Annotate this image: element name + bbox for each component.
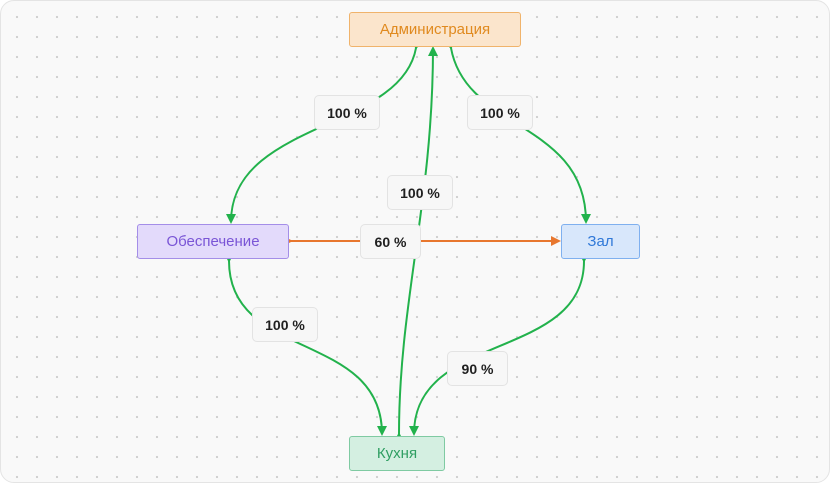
edge-label-hall-kitchen: 90 % <box>447 351 508 386</box>
node-label: Зал <box>587 233 614 250</box>
edge-label-supply-kitchen: 100 % <box>252 307 318 342</box>
node-supply[interactable]: Обеспечение <box>137 224 289 259</box>
edge-hall-kitchen[interactable] <box>409 252 590 436</box>
edge-supply-kitchen[interactable] <box>223 252 387 436</box>
edge-admin-hall[interactable] <box>444 39 591 224</box>
node-hall[interactable]: Зал <box>561 224 640 259</box>
node-label: Администрация <box>379 21 491 38</box>
edge-label-admin-hall: 100 % <box>467 95 533 130</box>
edge-label-admin-supply: 100 % <box>314 95 380 130</box>
node-label: Обеспечение <box>166 233 260 250</box>
node-administration[interactable]: Администрация <box>349 12 521 47</box>
edge-label-supply-hall: 60 % <box>360 224 421 259</box>
node-kitchen[interactable]: Кухня <box>349 436 445 471</box>
edge-label-kitchen-admin: 100 % <box>387 175 453 210</box>
node-label: Кухня <box>376 445 418 462</box>
